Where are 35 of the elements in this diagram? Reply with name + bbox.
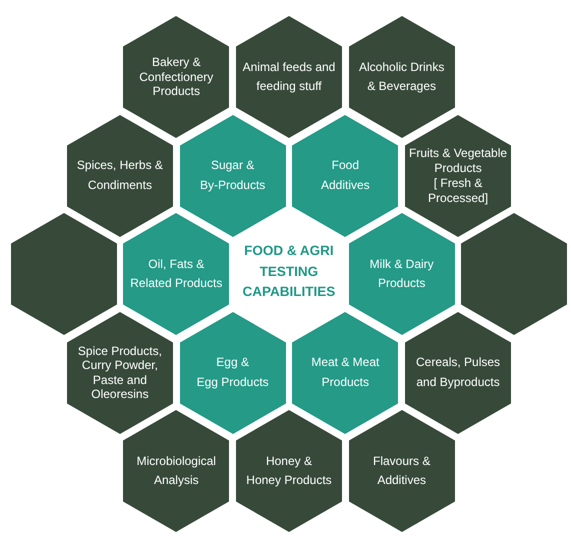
hexagon-tile <box>461 213 568 335</box>
category-label: Honey & Honey Products <box>246 452 332 489</box>
category-label: Food Additives <box>320 157 370 194</box>
hexagon-tile <box>236 410 342 532</box>
hexagon-tile <box>10 213 117 335</box>
hexagon-tile <box>66 312 173 434</box>
category-label: Alcoholic Drinks & Beverages <box>359 58 444 95</box>
category-label: Animal feeds and feeding stuff <box>242 58 336 95</box>
hexagon-tile <box>348 213 455 335</box>
hexagon-tile <box>292 114 398 236</box>
category-label: Spices, Herbs & Condiments <box>76 157 163 194</box>
diagram-title: FOOD & AGRI TESTING CAPABILITIES <box>242 242 336 301</box>
category-label: Meat & Meat Products <box>311 354 380 390</box>
hexagon-tile <box>405 114 512 236</box>
category-label: Fruits & Vegetable Products [ Fresh & Processed] <box>409 146 508 206</box>
category-label: Sugar & By-Products <box>200 157 266 194</box>
category-label: Egg & Egg Products <box>196 354 269 390</box>
category-label: Cereals, Pulses and Byproducts <box>416 354 500 390</box>
category-label: Bakery & Confectionery Products <box>139 55 214 99</box>
hexagon-tile <box>123 16 230 138</box>
category-label: Oil, Fats & Related Products <box>130 256 222 292</box>
hexagon-tile <box>180 312 286 434</box>
hexagon-tile <box>123 213 230 335</box>
category-label: Milk & Dairy Products <box>370 256 434 292</box>
hexagon-tile <box>348 16 455 138</box>
hexagon-tile <box>66 114 173 236</box>
hexagon-tile <box>236 16 342 138</box>
category-label: Flavours & Additives <box>373 452 430 489</box>
category-label: Microbiological Analysis <box>136 452 216 489</box>
hexagon-tile <box>405 312 512 434</box>
hexagon-tile <box>348 410 455 532</box>
hexagon-tile <box>292 312 398 434</box>
category-label: Spice Products, Curry Powder, Paste and Oleoresins <box>78 344 162 402</box>
hexagon-tile <box>123 410 230 532</box>
hexagon-tile <box>180 114 286 236</box>
